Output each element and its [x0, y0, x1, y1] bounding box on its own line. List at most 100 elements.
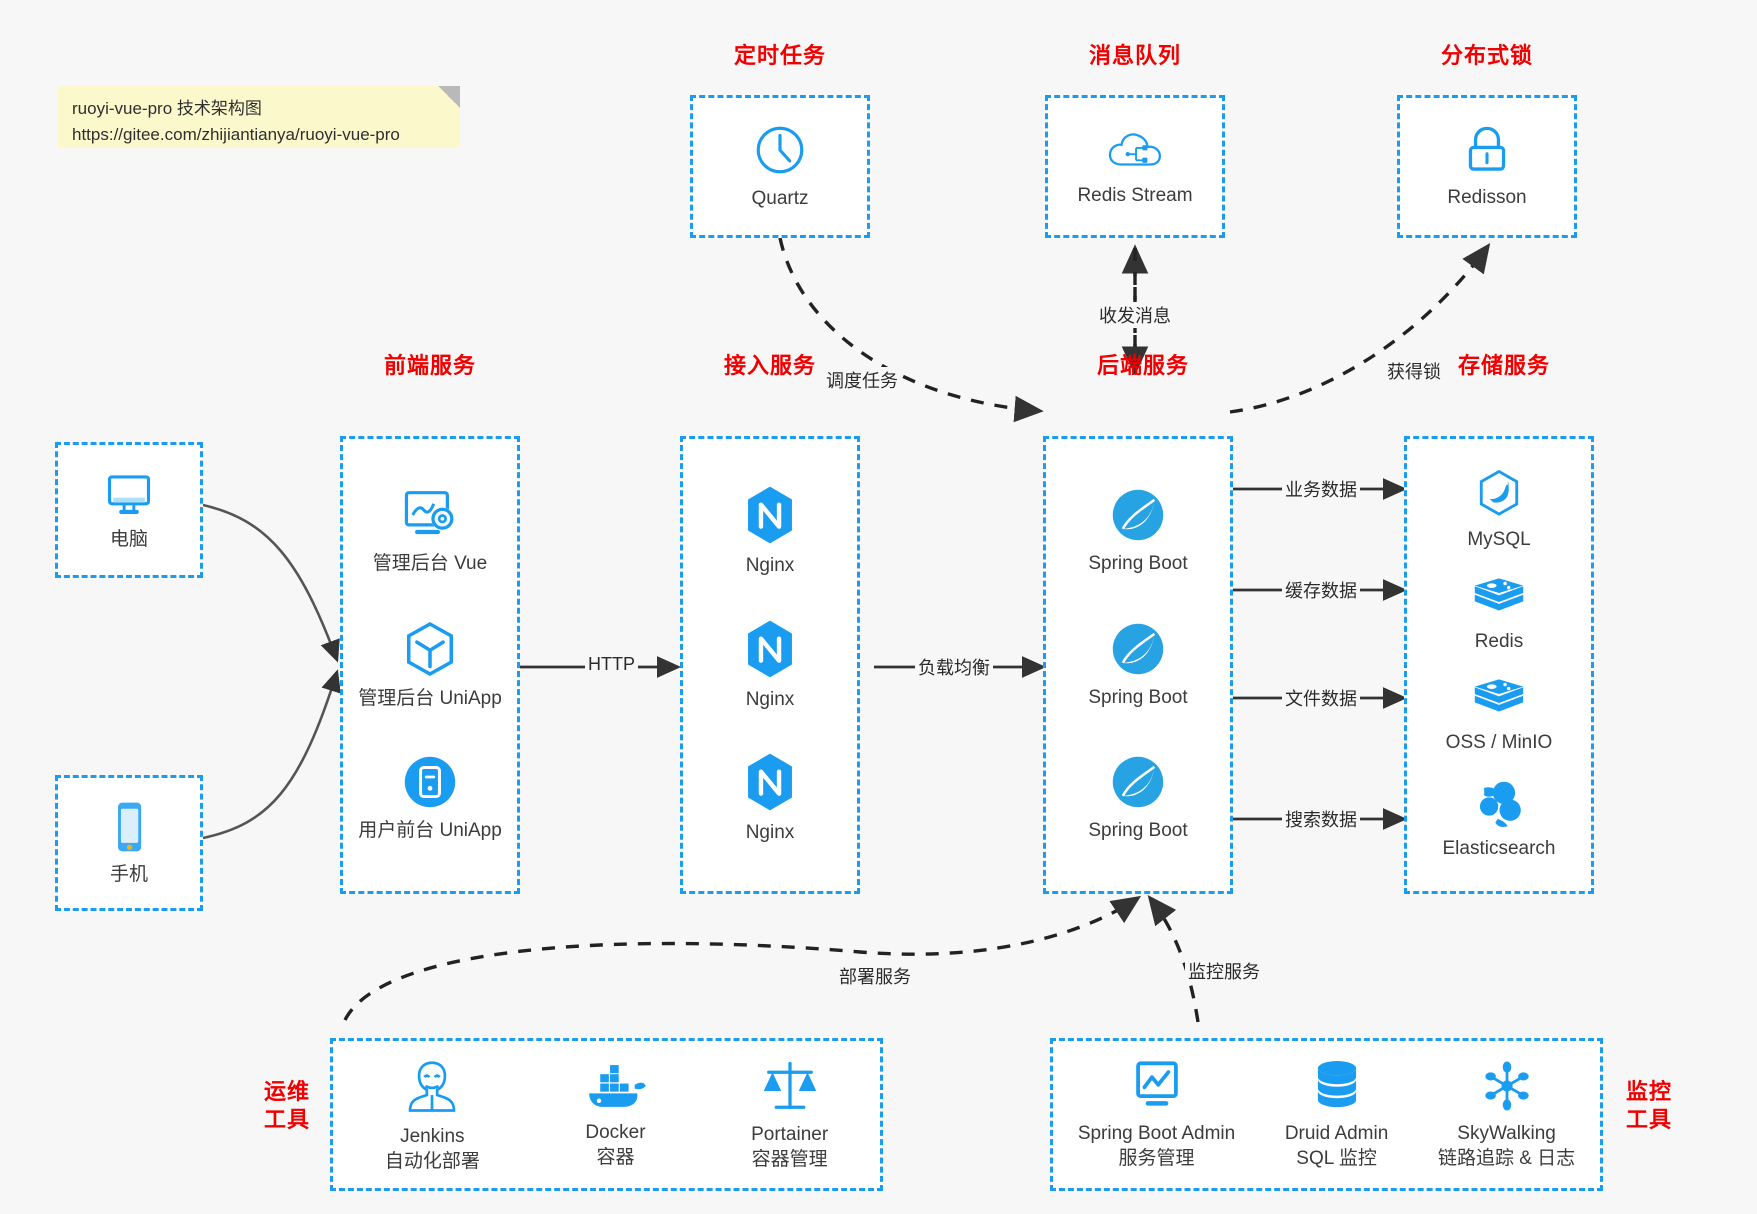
node-mobile[interactable]: 手机	[108, 799, 150, 888]
node-label: 用户前台 UniApp	[358, 820, 502, 842]
nginx-icon	[742, 618, 798, 680]
node-user-uniapp[interactable]: 用户前台 UniApp	[358, 753, 502, 844]
edge-label-http: HTTP	[585, 654, 638, 675]
edge-label-acquire-lock: 获得锁	[1384, 358, 1444, 384]
group-title-monitoring: 监控 工具	[1625, 1079, 1672, 1132]
cloud-network-icon	[1106, 124, 1164, 176]
node-label: Redisson	[1447, 187, 1527, 209]
edge-label-load-balance: 负载均衡	[915, 654, 993, 680]
node-label: 电脑	[109, 528, 148, 550]
clock-icon	[751, 121, 809, 179]
diagram-note: ruoyi-vue-pro 技术架构图 https://gitee.com/zh…	[58, 86, 460, 148]
node-elasticsearch[interactable]: Elasticsearch	[1443, 779, 1556, 862]
node-label: Docker	[585, 1121, 646, 1143]
node-label: Nginx	[745, 688, 795, 710]
redis-icon	[1472, 677, 1526, 723]
group-title-devops: 运维 工具	[263, 1079, 310, 1132]
group-title-scheduled-task: 定时任务	[733, 43, 826, 68]
group-title-gateway: 接入服务	[723, 353, 816, 378]
edge-label-deploy-service: 部署服务	[836, 963, 914, 989]
node-label: SkyWalking	[1457, 1122, 1556, 1144]
group-box-storage: MySQL Redis OSS / MinIO	[1404, 436, 1594, 894]
node-label: Spring Boot	[1088, 553, 1188, 575]
node-label: Druid Admin	[1284, 1122, 1389, 1144]
group-box-monitoring: Spring Boot Admin 服务管理 Druid Admin SQL 监…	[1050, 1038, 1603, 1191]
monitor-chart-icon	[1128, 1058, 1186, 1114]
node-druid-admin[interactable]: Druid Admin SQL 监控	[1284, 1058, 1389, 1171]
node-label: Nginx	[745, 555, 795, 577]
lock-icon	[1459, 122, 1515, 178]
edge-label-send-receive-message: 收发消息	[1096, 302, 1174, 328]
node-sublabel: 服务管理	[1118, 1147, 1195, 1169]
group-title-frontend: 前端服务	[383, 353, 476, 378]
node-redisson[interactable]: Redisson	[1447, 122, 1527, 211]
node-label: Redis	[1474, 630, 1524, 652]
group-title-distributed-lock: 分布式锁	[1440, 43, 1533, 68]
desktop-icon	[101, 468, 157, 520]
node-label: Spring Boot Admin	[1077, 1122, 1236, 1144]
group-box-frontend: 管理后台 Vue 管理后台 UniApp 用户前台 UniApp	[340, 436, 520, 894]
node-label: 管理后台 Vue	[372, 552, 488, 574]
node-label: Jenkins	[400, 1125, 465, 1147]
node-desktop[interactable]: 电脑	[101, 468, 157, 553]
node-label: MySQL	[1467, 529, 1531, 551]
edge-label-file-data: 文件数据	[1282, 685, 1360, 711]
mysql-icon	[1473, 468, 1525, 520]
jenkins-icon	[401, 1055, 463, 1117]
node-quartz[interactable]: Quartz	[751, 121, 809, 212]
edge-label-cache-data: 缓存数据	[1282, 577, 1360, 603]
note-line-1: ruoyi-vue-pro 技术架构图	[72, 99, 262, 118]
node-jenkins[interactable]: Jenkins 自动化部署	[385, 1055, 480, 1174]
group-title-message-queue: 消息队列	[1088, 43, 1181, 68]
spring-boot-icon	[1109, 753, 1167, 811]
redis-icon	[1472, 576, 1526, 622]
node-spring-boot-admin[interactable]: Spring Boot Admin 服务管理	[1078, 1058, 1235, 1171]
group-box-gateway: Nginx Nginx Nginx	[680, 436, 860, 894]
node-label: Redis Stream	[1077, 185, 1193, 207]
node-mysql[interactable]: MySQL	[1467, 468, 1531, 553]
group-box-client-mobile: 手机	[55, 775, 203, 911]
node-redis-stream[interactable]: Redis Stream	[1077, 124, 1193, 209]
node-admin-uniapp[interactable]: 管理后台 UniApp	[358, 619, 502, 712]
group-box-devops: Jenkins 自动化部署 Docker 容器	[330, 1038, 883, 1191]
group-box-scheduled-task: Quartz	[690, 95, 870, 238]
node-docker[interactable]: Docker 容器	[583, 1059, 647, 1170]
edge-label-search-data: 搜索数据	[1282, 806, 1360, 832]
node-sublabel: 容器	[596, 1146, 635, 1168]
node-redis[interactable]: Redis	[1472, 576, 1526, 655]
note-line-2: https://gitee.com/zhijiantianya/ruoyi-vu…	[72, 125, 400, 145]
node-spring-boot-3[interactable]: Spring Boot	[1088, 753, 1188, 844]
nginx-icon	[742, 751, 798, 813]
edge-label-business-data: 业务数据	[1282, 476, 1360, 502]
database-icon	[1310, 1058, 1364, 1114]
node-label: 管理后台 UniApp	[358, 687, 502, 709]
edge-label-schedule-task: 调度任务	[823, 367, 901, 393]
node-portainer[interactable]: Portainer 容器管理	[751, 1057, 828, 1172]
node-sublabel: SQL 监控	[1296, 1147, 1377, 1169]
group-title-backend: 后端服务	[1096, 353, 1189, 378]
node-label: 手机	[109, 863, 148, 885]
group-box-distributed-lock: Redisson	[1397, 95, 1577, 238]
group-box-backend: Spring Boot Spring Boot Spring Boot	[1043, 436, 1233, 894]
node-nginx-1[interactable]: Nginx	[742, 484, 798, 579]
node-skywalking[interactable]: SkyWalking 链路追踪 & 日志	[1438, 1058, 1575, 1171]
node-label: Quartz	[751, 188, 809, 210]
group-title-storage: 存储服务	[1457, 353, 1550, 378]
node-spring-boot-1[interactable]: Spring Boot	[1088, 486, 1188, 577]
dashboard-gear-icon	[399, 486, 461, 544]
node-sublabel: 自动化部署	[384, 1150, 480, 1172]
node-nginx-2[interactable]: Nginx	[742, 618, 798, 713]
spring-boot-icon	[1109, 620, 1167, 678]
node-nginx-3[interactable]: Nginx	[742, 751, 798, 846]
node-spring-boot-2[interactable]: Spring Boot	[1088, 620, 1188, 711]
scales-icon	[760, 1057, 820, 1115]
edge-label-monitor-service: 监控服务	[1185, 958, 1263, 984]
group-box-message-queue: Redis Stream	[1045, 95, 1225, 238]
node-admin-vue[interactable]: 管理后台 Vue	[373, 486, 487, 577]
group-box-client-desktop: 电脑	[55, 442, 203, 578]
skywalking-icon	[1478, 1058, 1536, 1114]
node-oss-minio[interactable]: OSS / MinIO	[1445, 677, 1553, 756]
docker-icon	[583, 1059, 647, 1113]
cube-icon	[401, 619, 459, 679]
node-label: OSS / MinIO	[1445, 732, 1553, 754]
